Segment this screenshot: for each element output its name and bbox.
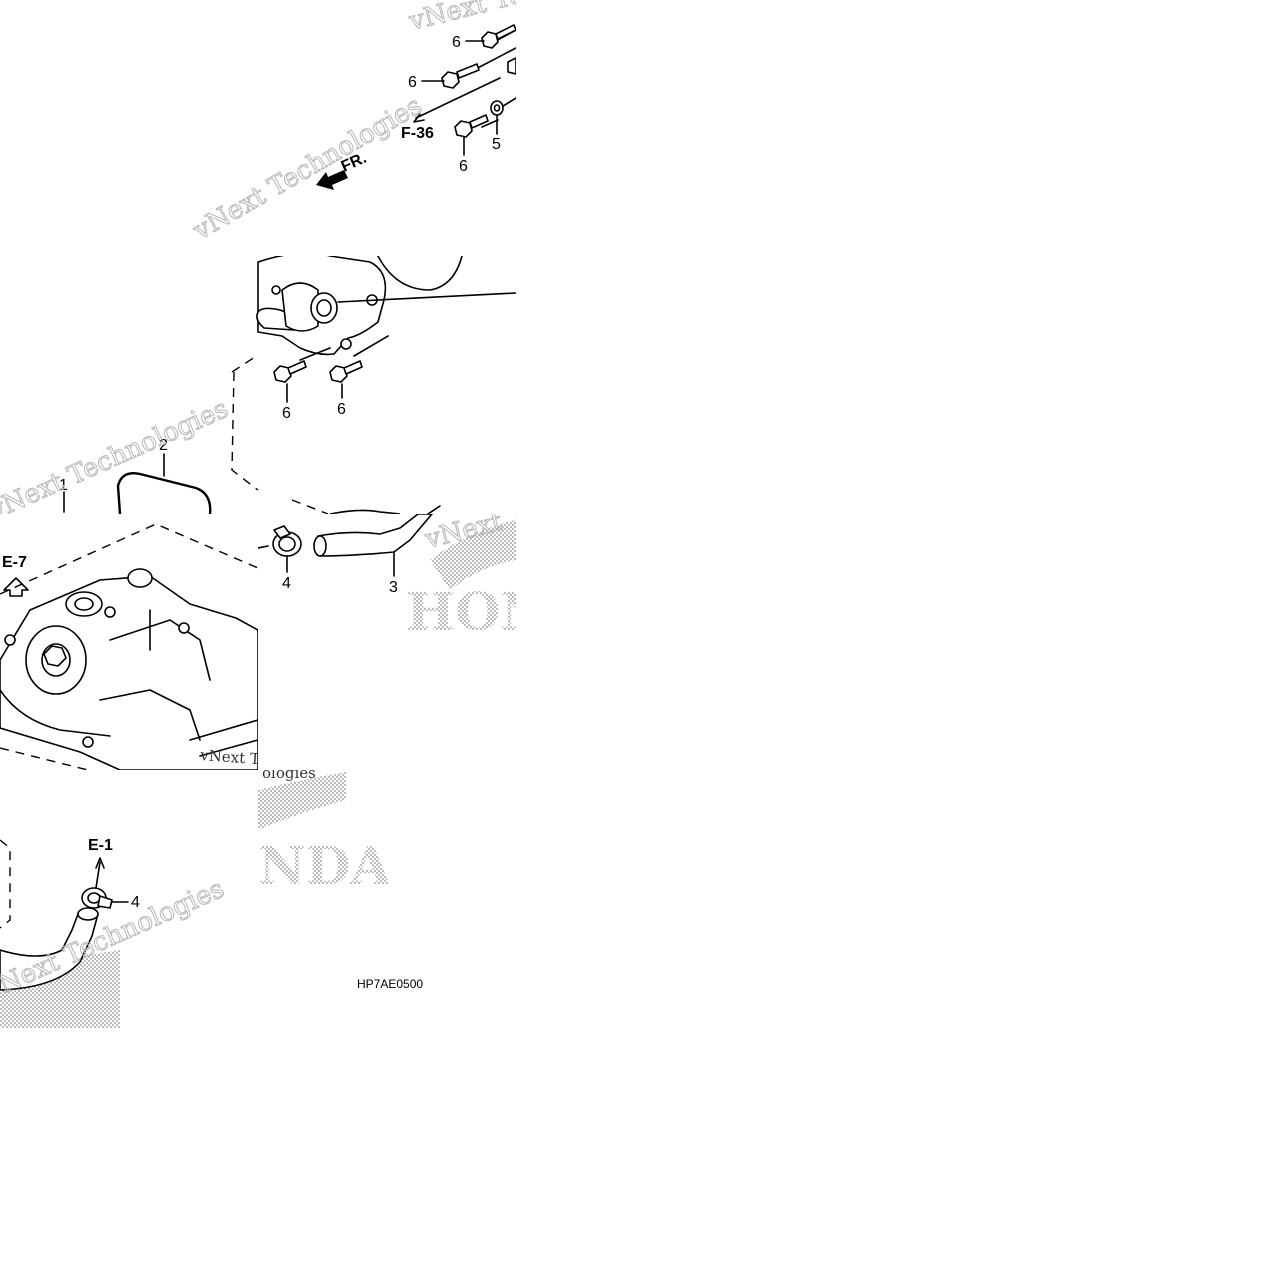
- tile-top: vNext Technologies: [187, 0, 664, 247]
- honda-logo-fragment: HON: [406, 582, 548, 643]
- tile-logo: NDA ologies: [258, 764, 392, 897]
- coolant-hose: [313, 514, 433, 557]
- callout-6: 6: [459, 158, 468, 175]
- up-arrow-icon: [3, 577, 29, 597]
- watermark-text: vNext Technologies: [0, 394, 233, 527]
- sealing-washer: [490, 100, 504, 116]
- callout-6: 6: [408, 74, 417, 91]
- flange-bolt: [329, 360, 363, 383]
- honda-logo-fragment: NDA: [258, 836, 392, 897]
- watermark-text: vNext Technologies: [188, 91, 428, 247]
- callout-5: 5: [492, 136, 501, 153]
- watermark-text: vNext Technologies: [405, 0, 664, 37]
- coolant-hose: [0, 907, 99, 991]
- reference-e1: E-1: [88, 837, 113, 854]
- flange-bolt: [481, 24, 516, 49]
- callout-1: 1: [59, 477, 68, 494]
- flange-bolt: [441, 63, 480, 89]
- watermark-text: vNext Te: [199, 746, 269, 769]
- callout-4: 4: [131, 894, 140, 911]
- callout-3: 3: [389, 579, 398, 596]
- callout-2: 2: [159, 437, 168, 454]
- reference-e7: E-7: [2, 554, 27, 571]
- engine-case: [0, 568, 258, 770]
- tile-hose: HON 3 4 vNext Technologies: [258, 463, 680, 643]
- front-arrow-icon: [316, 170, 348, 190]
- hose-clamp: [81, 887, 113, 909]
- hose-clamp: [272, 525, 302, 557]
- tile-lower: 4 E-1 vNext Technologies: [0, 837, 229, 1028]
- watermark-text: ologies: [262, 764, 316, 782]
- callout-6: 6: [452, 34, 461, 51]
- water-pump-cover: [256, 256, 463, 356]
- reference-f36: F-36: [401, 125, 434, 142]
- callout-6: 6: [282, 405, 291, 422]
- tile-engine: E-7 vNext Te: [0, 523, 269, 770]
- tile-middle: 6 6 2 1 vNext Technologies vNext Tec: [0, 256, 516, 527]
- o-ring: [116, 472, 212, 514]
- flange-bolt: [454, 114, 489, 138]
- drawing-code: HP7AE0500: [357, 977, 423, 991]
- flange-bolt: [273, 360, 307, 383]
- watermark-text: vNext Technologies: [421, 463, 680, 555]
- callout-6: 6: [337, 401, 346, 418]
- callout-4: 4: [282, 575, 291, 592]
